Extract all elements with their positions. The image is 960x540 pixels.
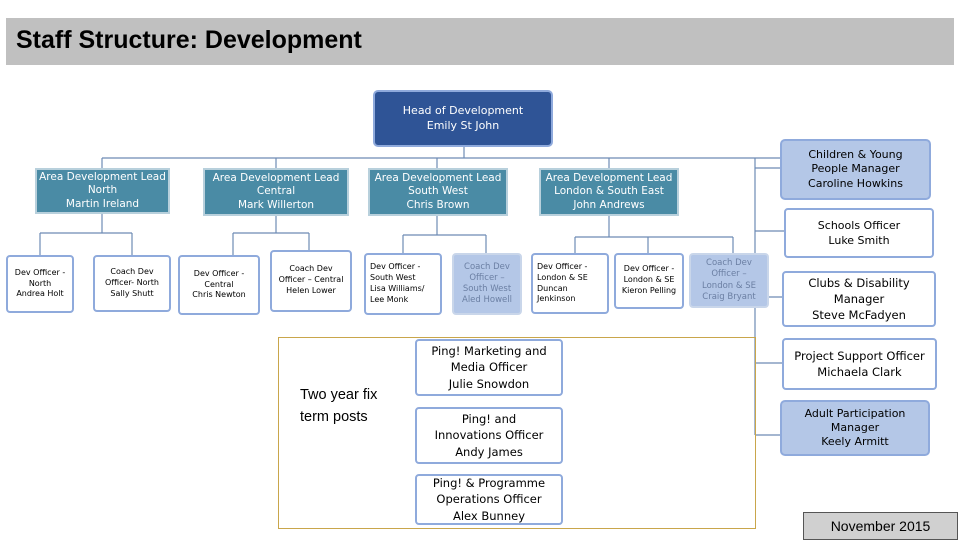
head-role: Head of Development <box>402 104 524 118</box>
role-line: Operations Officer <box>436 492 542 507</box>
officer-line: Coach Dev <box>110 267 154 277</box>
role-line: Luke Smith <box>828 234 890 247</box>
project-support-officer-box: Project Support Officer Michaela Clark <box>782 338 937 390</box>
clubs-disability-manager-box: Clubs & Disability Manager Steve McFadye… <box>782 271 936 327</box>
role-line: Manager <box>833 291 885 306</box>
note-line-1: Two year fix <box>300 387 378 403</box>
role-line: Ping! & Programme <box>432 476 546 491</box>
officer-line: Dev Officer - <box>14 267 66 277</box>
officer-line: Dev Officer - <box>623 264 675 273</box>
area-lead-role: Area Development Lead <box>39 170 166 183</box>
role-line: Alex Bunney <box>452 508 526 523</box>
officer-line: Craig Bryant <box>702 291 756 302</box>
role-line: Keely Armitt <box>821 435 889 449</box>
fixed-term-note: Two year fix term posts <box>300 385 377 429</box>
area-lead-southwest-box: Area Development Lead South West Chris B… <box>368 168 508 216</box>
role-line: Ping! and <box>461 412 517 427</box>
area-lead-name: Martin Ireland <box>65 197 140 210</box>
area-lead-london-box: Area Development Lead London & South Eas… <box>539 168 679 216</box>
officer-line: Central <box>204 279 234 289</box>
officer-line: South West <box>462 284 512 294</box>
officer-line: London & SE <box>623 274 675 284</box>
children-young-people-manager-box: Children & Young People Manager Caroline… <box>780 139 931 200</box>
role-line: Manager <box>830 420 880 434</box>
page-title: Staff Structure: Development <box>16 26 362 54</box>
area-lead-role: Area Development Lead <box>374 171 502 184</box>
dev-officer-london-1-box: Dev Officer - London & SE Duncan Jenkins… <box>531 253 609 314</box>
officer-line: Dev Officer - <box>370 262 421 272</box>
officer-line: Helen Lower <box>286 285 336 295</box>
officer-line: Andrea Holt <box>16 289 64 299</box>
dev-officer-southwest-box: Dev Officer - South West Lisa Williams/ … <box>364 253 442 315</box>
dev-officer-central-box: Dev Officer - Central Chris Newton <box>178 255 260 315</box>
officer-line: Aled Howell <box>462 295 512 306</box>
officer-line: Chris Newton <box>192 290 246 300</box>
coach-dev-officer-southwest-box: Coach Dev Officer – South West Aled Howe… <box>452 253 522 315</box>
role-line: Andy James <box>455 444 523 459</box>
officer-line: Coach Dev <box>289 264 333 273</box>
officer-line: Dev Officer - <box>193 268 245 278</box>
role-line: Caroline Howkins <box>808 176 903 190</box>
schools-officer-box: Schools Officer Luke Smith <box>784 208 934 258</box>
area-lead-name: John Andrews <box>573 198 645 211</box>
fixed-term-posts-region <box>278 337 756 529</box>
dev-officer-north-box: Dev Officer - North Andrea Holt <box>6 255 74 313</box>
officer-line: Coach Dev <box>706 258 752 269</box>
area-lead-name: Chris Brown <box>406 198 470 211</box>
note-line-2: term posts <box>300 408 368 425</box>
area-lead-role: Area Development Lead <box>212 171 340 184</box>
area-lead-north-box: Area Development Lead North Martin Irela… <box>35 168 170 214</box>
officer-line: Officer- North <box>105 278 159 288</box>
date-label: November 2015 <box>803 512 958 540</box>
area-lead-region: South West <box>408 185 468 198</box>
officer-line: Officer – <box>711 269 747 280</box>
ping-marketing-officer-box: Ping! Marketing and Media Officer Julie … <box>415 339 563 396</box>
adult-participation-manager-box: Adult Participation Manager Keely Armitt <box>780 400 930 456</box>
role-line: Julie Snowdon <box>448 376 530 391</box>
role-line: Innovations Officer <box>434 428 544 443</box>
area-lead-name: Mark Willerton <box>237 198 315 211</box>
role-line: Media Officer <box>450 360 528 375</box>
officer-line: Officer – <box>469 272 505 283</box>
area-lead-central-box: Area Development Lead Central Mark Wille… <box>203 168 349 216</box>
officer-line: Duncan Jenkinson <box>537 283 576 304</box>
role-line: Children & Young <box>808 148 903 162</box>
coach-dev-officer-north-box: Coach Dev Officer- North Sally Shutt <box>93 255 171 312</box>
officer-line: Coach Dev <box>464 261 510 272</box>
officer-line: Dev Officer - <box>537 261 588 271</box>
role-line: Clubs & Disability <box>808 275 910 290</box>
dev-officer-london-2-box: Dev Officer - London & SE Kieron Pelling <box>614 253 684 309</box>
head-name: Emily St John <box>426 118 500 132</box>
role-line: Schools Officer <box>817 218 901 232</box>
role-line: Project Support Officer <box>794 348 925 363</box>
coach-dev-officer-central-box: Coach Dev Officer – Central Helen Lower <box>270 250 352 312</box>
officer-line: Sally Shutt <box>110 288 154 298</box>
officer-line: Kieron Pelling <box>621 285 677 295</box>
officer-line: London & SE <box>537 272 588 282</box>
title-bar: Staff Structure: Development <box>6 18 954 65</box>
area-lead-region: North <box>87 184 118 197</box>
role-line: Steve McFadyen <box>812 308 906 323</box>
officer-line: South West <box>370 273 416 283</box>
ping-programme-officer-box: Ping! & Programme Operations Officer Ale… <box>415 474 563 525</box>
coach-dev-officer-london-box: Coach Dev Officer – London & SE Craig Br… <box>689 253 769 308</box>
area-lead-region: Central <box>256 185 296 198</box>
officer-line: London & SE <box>702 280 756 291</box>
role-line: Michaela Clark <box>817 365 902 379</box>
head-of-development-box: Head of Development Emily St John <box>373 90 553 147</box>
role-line: Adult Participation <box>804 406 906 420</box>
role-line: Ping! Marketing and <box>431 344 547 359</box>
area-lead-region: London & South East <box>554 185 664 198</box>
area-lead-role: Area Development Lead <box>545 171 673 184</box>
officer-line: North <box>28 278 52 288</box>
role-line: People Manager <box>811 162 900 176</box>
ping-innovations-officer-box: Ping! and Innovations Officer Andy James <box>415 407 563 464</box>
officer-line: Lee Monk <box>370 294 409 304</box>
officer-line: Lisa Williams/ <box>370 284 425 293</box>
officer-line: Officer – Central <box>278 274 344 284</box>
